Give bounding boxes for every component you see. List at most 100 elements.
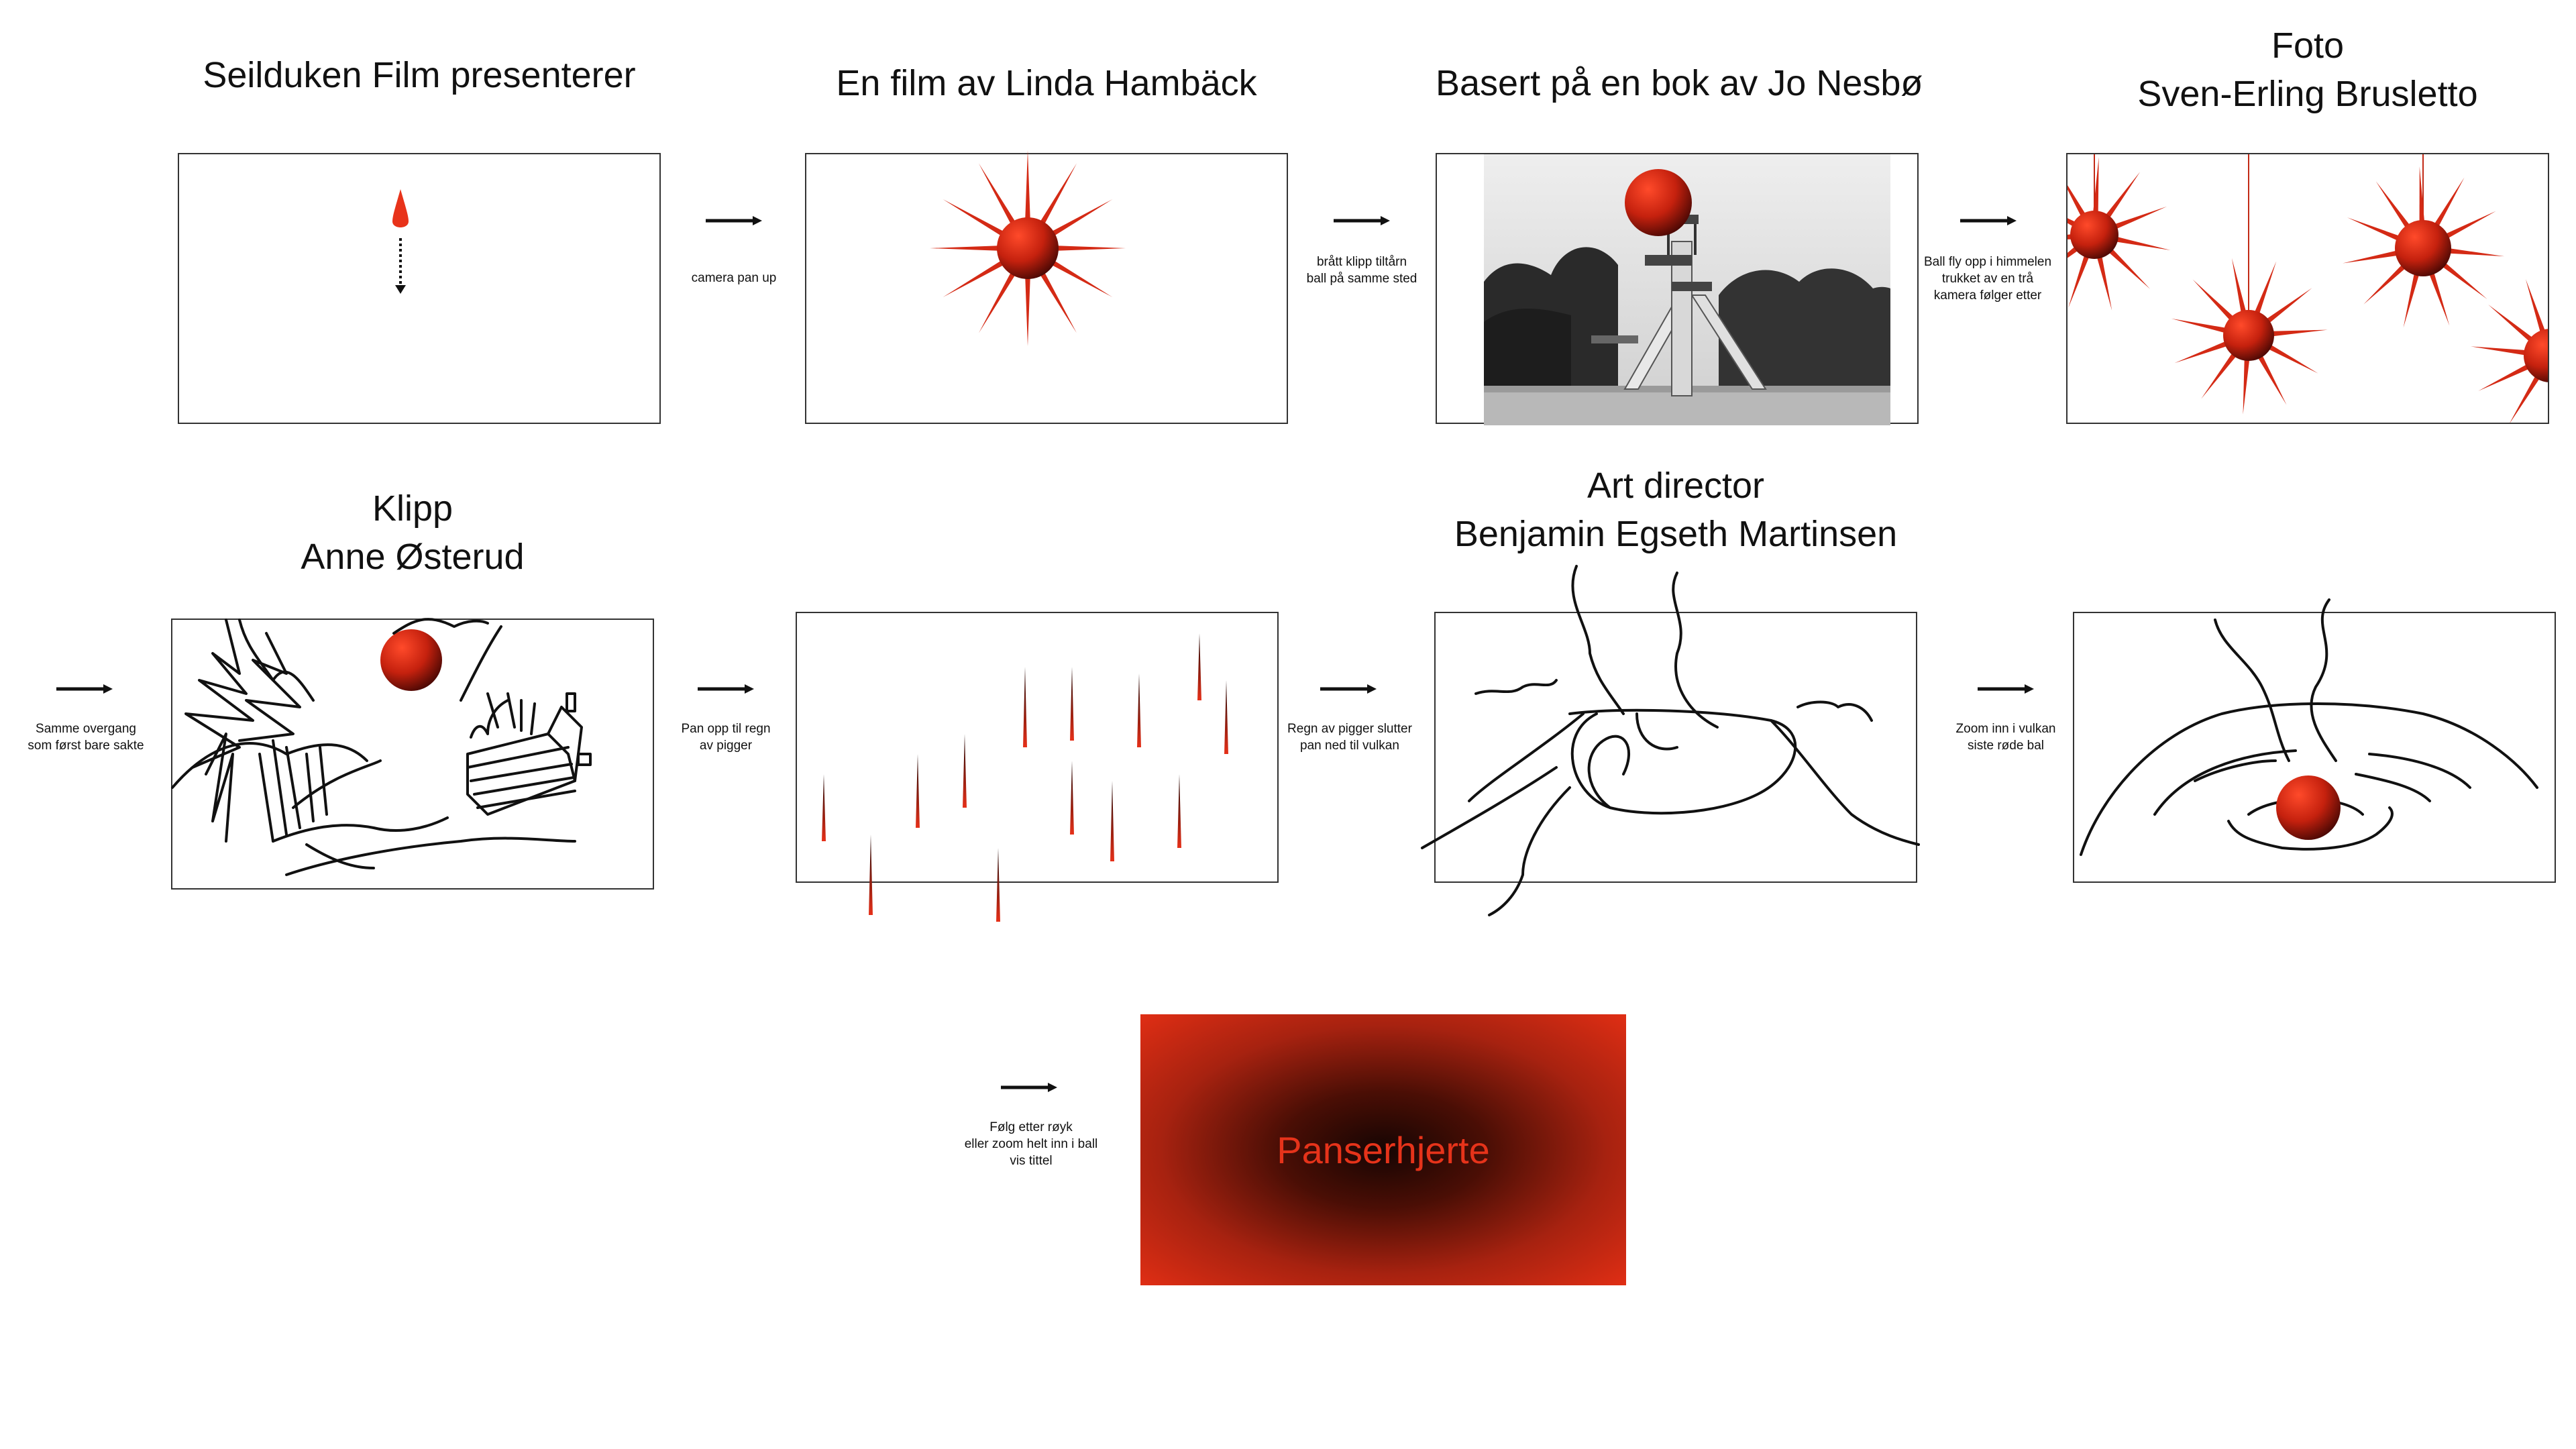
note-3: Ball fly opp i himmelen trukket av en tr…	[1917, 254, 2058, 304]
spike	[2419, 166, 2425, 226]
spike	[2438, 260, 2487, 299]
spike	[1047, 199, 1113, 239]
volcano-zoom-sketch	[2080, 598, 2538, 856]
spike-rain-illustration	[822, 633, 1228, 922]
title-line: Foto	[2271, 25, 2345, 66]
spike	[2201, 350, 2239, 399]
spike	[2265, 343, 2318, 374]
falling-spike	[1110, 781, 1114, 861]
note-line: Følg etter røyk	[989, 1120, 1073, 1134]
cabin-mountain-sketch	[171, 618, 592, 876]
note-line: Regn av pigger slutter	[1287, 722, 1412, 736]
spike	[2192, 279, 2237, 323]
red-ball	[1625, 169, 1692, 236]
spike	[2478, 362, 2533, 391]
spike	[2525, 278, 2546, 336]
spike	[1037, 163, 1077, 229]
note-line: brått klipp tiltårn	[1316, 255, 1407, 269]
spike	[2470, 346, 2530, 356]
note-line: trukket av en trå	[1941, 272, 2034, 286]
spike	[943, 199, 1008, 239]
note-line: Pan opp til regn	[681, 722, 771, 736]
spike	[2269, 329, 2328, 337]
spike	[2111, 206, 2167, 231]
note-line: som først bare sakte	[28, 739, 144, 753]
note-6: Regn av pigger slutter pan ned til vulka…	[1283, 720, 1417, 754]
note-line: ball på samme sted	[1306, 272, 1417, 286]
spike	[2231, 258, 2247, 317]
spike	[2243, 356, 2250, 415]
falling-spike	[963, 734, 967, 808]
falling-spike	[822, 774, 826, 841]
note-line: kamera følger etter	[1933, 288, 2042, 303]
spike	[2253, 261, 2277, 317]
title-line: Klipp	[372, 488, 453, 529]
panel-title-7: Art director Benjamin Egseth Martinsen	[1434, 462, 1917, 558]
spike	[2428, 268, 2450, 326]
note-5: Pan opp til regn av pigger	[660, 720, 792, 754]
title-line: Art director	[1587, 466, 1765, 506]
arrow-down-icon	[395, 285, 406, 294]
arrow-right-icon	[706, 216, 762, 225]
title-line: Seilduken Film presenterer	[203, 55, 636, 95]
spike	[2432, 177, 2465, 230]
note-line: camera pan up	[691, 271, 777, 285]
spike	[2343, 250, 2402, 264]
spike	[2363, 262, 2409, 305]
note-line: eller zoom helt inn i ball	[964, 1137, 1098, 1151]
note-1: camera pan up	[668, 270, 800, 286]
spiked-ball	[930, 150, 1126, 346]
spike	[2442, 211, 2496, 241]
spike	[2106, 246, 2151, 289]
storyboard-panel-2	[805, 150, 1288, 424]
diving-tower-photo	[1484, 154, 1890, 425]
ball	[2070, 211, 2118, 259]
storyboard-panel-4	[2066, 153, 2549, 424]
spike	[1052, 246, 1126, 251]
note-line: siste røde bal	[1967, 739, 2045, 753]
spike	[2256, 352, 2287, 405]
panel-title-5: Klipp Anne Østerud	[171, 484, 654, 581]
note-2: brått klipp tiltårn ball på samme sted	[1296, 254, 1428, 287]
spiked-ball	[2470, 278, 2548, 423]
spike	[2488, 305, 2536, 344]
storyboard-panel-6	[796, 612, 1279, 922]
spike	[2112, 235, 2171, 251]
note-8: Følg etter røyk eller zoom helt inn i ba…	[947, 1119, 1115, 1169]
panel-title-4: Foto Sven-Erling Brusletto	[2066, 21, 2549, 118]
spiked-ball	[2171, 154, 2328, 415]
spike	[979, 163, 1018, 229]
spike	[1037, 268, 1077, 333]
storyboard-panel-7	[1421, 565, 1920, 916]
falling-spike	[1224, 680, 1228, 754]
storyboard-panel-8	[2073, 598, 2556, 883]
ball	[2524, 329, 2548, 382]
note-line: av pigger	[699, 739, 753, 753]
ball	[2223, 310, 2274, 361]
storyboard-panel-5	[171, 618, 654, 890]
note-line: pan ned til vulkan	[1300, 739, 1399, 753]
spike	[2103, 172, 2141, 221]
spiked-ball	[2068, 154, 2171, 311]
falling-spike	[996, 848, 1000, 922]
spike	[2174, 339, 2231, 364]
red-drop-icon	[392, 189, 409, 227]
note-line: vis tittel	[1010, 1154, 1053, 1168]
spike	[2445, 248, 2505, 257]
falling-spike	[1070, 667, 1074, 741]
arrow-right-icon	[1334, 216, 1390, 225]
drop-sketch	[392, 189, 409, 294]
arrow-right-icon	[1320, 684, 1377, 694]
spike	[2068, 252, 2091, 309]
spike	[2347, 217, 2404, 243]
arrow-right-icon	[1960, 216, 2017, 225]
red-ball	[380, 629, 442, 691]
volcano-sketch	[1421, 565, 1920, 916]
title-line: Benjamin Egseth Martinsen	[1454, 514, 1898, 554]
spike	[979, 268, 1018, 333]
storyboard-panel-3	[1436, 153, 1919, 425]
falling-spike	[1070, 761, 1074, 835]
spike	[2068, 185, 2088, 219]
spike	[2375, 181, 2412, 231]
ball	[2395, 220, 2451, 276]
